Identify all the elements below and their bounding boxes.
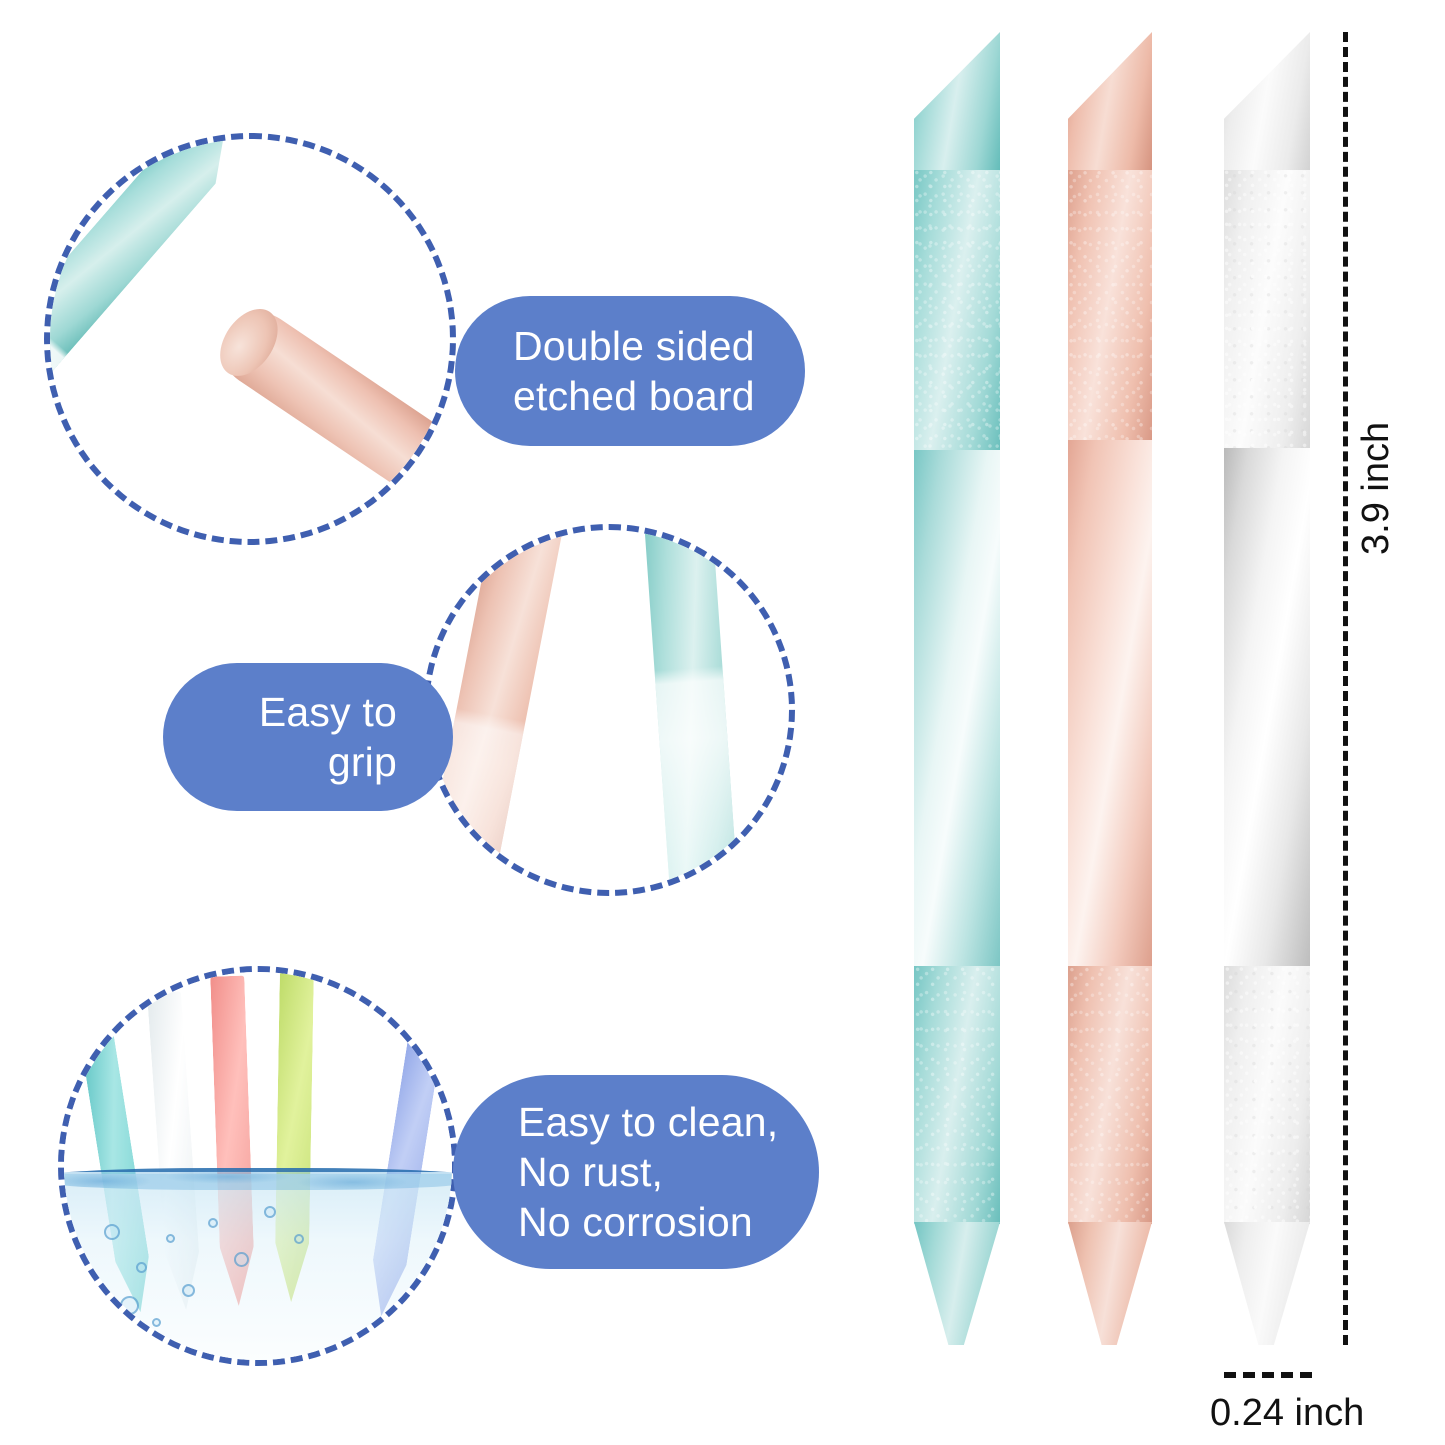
pink-top-bevel (1068, 32, 1152, 172)
white-bottom-point (1224, 1222, 1310, 1345)
bubble (264, 1206, 276, 1218)
product-stick-pink (1068, 32, 1152, 1345)
teal-shaft-gloss (641, 530, 742, 890)
bubble (152, 1318, 161, 1327)
teal-etched-upper-texture (914, 170, 1000, 452)
width-guide-line (1224, 1372, 1312, 1378)
teal-etched-lower-texture (914, 966, 1000, 1224)
bubble (294, 1234, 304, 1244)
water-surface (64, 1168, 452, 1190)
teal-top-bevel (914, 32, 1000, 172)
bubble (136, 1262, 147, 1273)
product-stick-teal (914, 32, 1000, 1345)
inset-easy-clean-water (58, 966, 458, 1366)
inset-double-sided-tips (44, 133, 456, 545)
bubble (208, 1218, 218, 1228)
bubble (234, 1252, 249, 1267)
height-dimension-label: 3.9 inch (1355, 421, 1397, 555)
pink-glossy-handle (1068, 440, 1152, 968)
white-glossy-handle (1224, 448, 1310, 968)
white-etched-upper (1224, 170, 1310, 448)
callout-easy-clean: Easy to clean, No rust, No corrosion (453, 1075, 819, 1269)
width-dimension-label: 0.24 inch (1210, 1392, 1365, 1434)
bubble (104, 1224, 120, 1240)
bubble (120, 1296, 139, 1315)
inset-1-clip (44, 133, 450, 539)
white-etched-lower-texture (1224, 966, 1310, 1224)
bubble (182, 1284, 195, 1297)
height-guide-line (1343, 32, 1348, 1345)
teal-glossy-handle (914, 450, 1000, 968)
pink-etched-upper (1068, 170, 1152, 442)
water-scene (64, 972, 452, 1360)
teal-bottom-point (914, 1222, 1000, 1345)
pink-bottom-point (1068, 1222, 1152, 1345)
callout-double-sided-text: Double sided etched board (513, 322, 755, 419)
water-body (64, 1174, 452, 1360)
callout-easy-grip: Easy to grip (163, 663, 453, 811)
inset-2-clip (429, 530, 789, 890)
pink-etched-lower-texture (1068, 966, 1152, 1224)
inset-easy-grip (423, 524, 795, 896)
white-etched-upper-texture (1224, 170, 1310, 448)
pink-etched-upper-texture (1068, 170, 1152, 442)
callout-easy-grip-text: Easy to grip (258, 688, 397, 785)
inset-3-clip (64, 972, 452, 1360)
teal-etched-lower (914, 966, 1000, 1224)
callout-easy-clean-text: Easy to clean, No rust, No corrosion (518, 1098, 779, 1245)
product-stick-white (1224, 32, 1310, 1345)
callout-double-sided: Double sided etched board (455, 296, 805, 446)
bubble (166, 1234, 175, 1243)
pink-etched-lower (1068, 966, 1152, 1224)
white-top-bevel (1224, 32, 1310, 172)
teal-etched-upper (914, 170, 1000, 452)
white-etched-lower (1224, 966, 1310, 1224)
